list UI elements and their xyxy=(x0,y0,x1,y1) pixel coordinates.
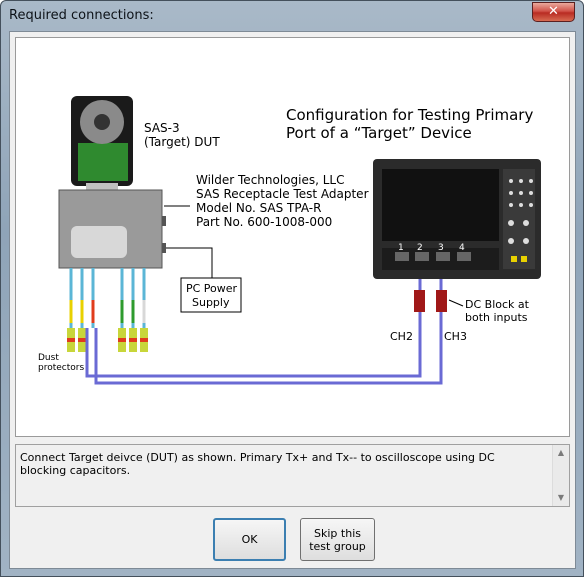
oscilloscope xyxy=(373,159,541,279)
description-scrollbar[interactable]: ▲ ▼ xyxy=(552,445,569,506)
dc-block-label-line1: DC Block at xyxy=(465,298,530,311)
power-label-line1: PC Power xyxy=(186,282,238,295)
power-supply-box xyxy=(180,277,242,313)
skip-test-group-button[interactable]: Skip this test group xyxy=(300,518,375,561)
close-button[interactable]: ✕ xyxy=(532,2,575,22)
dut-label-line2: (Target) DUT xyxy=(144,135,220,149)
dc-block-ch3 xyxy=(436,290,447,312)
scope-channel-2-label: 2 xyxy=(417,243,423,253)
dust-label-line2: protectors xyxy=(38,363,84,373)
adapter-label-line2: SAS Receptacle Test Adapter xyxy=(196,187,369,201)
ch2-label: CH2 xyxy=(390,330,413,343)
dust-label-line1: Dust xyxy=(38,353,59,363)
connection-diagram: SAS-3 (Target) DUT Configuration for Tes… xyxy=(15,37,570,437)
ok-button[interactable]: OK xyxy=(213,518,286,561)
scroll-down-icon[interactable]: ▼ xyxy=(557,493,565,502)
scope-channel-4-label: 4 xyxy=(459,243,465,253)
scroll-up-icon[interactable]: ▲ xyxy=(557,448,565,457)
description-box[interactable]: Connect Target deivce (DUT) as shown. Pr… xyxy=(15,444,570,507)
skip-button-label: Skip this test group xyxy=(309,526,366,553)
dust-protectors xyxy=(67,328,148,352)
test-adapter xyxy=(58,189,166,269)
adapter-label-line1: Wilder Technologies, LLC xyxy=(196,173,344,187)
description-text: Connect Target deivce (DUT) as shown. Pr… xyxy=(20,451,495,477)
dialog-client-area: SAS-3 (Target) DUT Configuration for Tes… xyxy=(9,31,576,569)
adapter-label-line4: Part No. 600-1008-000 xyxy=(196,215,332,229)
diagram-heading-line2: Port of a “Target” Device xyxy=(286,124,472,142)
diagram-heading-line1: Configuration for Testing Primary xyxy=(286,106,533,124)
adapter-cables xyxy=(69,268,146,328)
cable-ch2 xyxy=(85,328,422,378)
dut-device xyxy=(71,96,133,191)
window-title: Required connections: xyxy=(9,8,154,23)
cable-ch3 xyxy=(94,328,443,385)
dc-block-label-line2: both inputs xyxy=(465,311,528,324)
ch3-label: CH3 xyxy=(444,330,467,343)
close-icon: ✕ xyxy=(548,4,559,19)
power-label-line2: Supply xyxy=(192,296,230,309)
scope-channel-3-label: 3 xyxy=(438,243,444,253)
diagram-canvas: SAS-3 (Target) DUT Configuration for Tes… xyxy=(38,96,541,385)
title-bar[interactable]: Required connections: ✕ xyxy=(1,1,583,31)
adapter-label-line3: Model No. SAS TPA-R xyxy=(196,201,321,215)
dut-label-line1: SAS-3 xyxy=(144,121,180,135)
dc-block-ch2 xyxy=(414,290,425,312)
scope-channel-1-label: 1 xyxy=(398,243,404,253)
